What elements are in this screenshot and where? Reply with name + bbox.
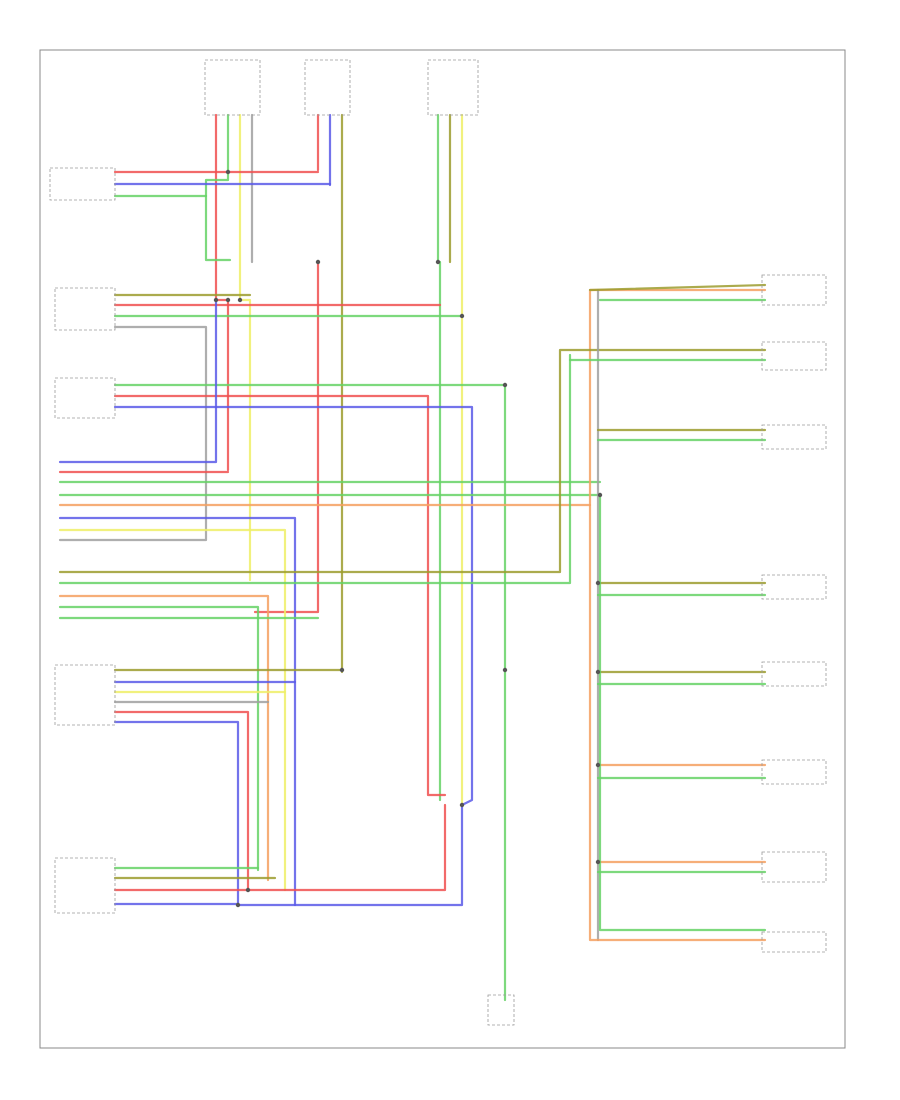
bottom-connector-box bbox=[487, 994, 515, 1026]
wire-olive-h8 bbox=[58, 348, 767, 574]
wire-yellow-trunk-1 bbox=[238, 113, 252, 582]
top-module-1-box bbox=[204, 59, 261, 116]
junction-layer bbox=[213, 169, 603, 908]
junction-dot bbox=[459, 802, 465, 808]
wire-green-trunk-3 bbox=[436, 113, 442, 802]
junction-dot bbox=[339, 667, 345, 673]
diagram-frame bbox=[39, 49, 846, 1049]
wire-green-rm8 bbox=[598, 493, 767, 932]
left-module-2-box bbox=[54, 287, 116, 331]
junction-dot bbox=[315, 259, 321, 265]
wire-orange-rm8 bbox=[588, 503, 767, 942]
junction-dot bbox=[245, 887, 251, 893]
left-module-3-box bbox=[54, 377, 116, 419]
junction-dot bbox=[225, 297, 231, 303]
junction-dot bbox=[595, 580, 601, 586]
component-layer bbox=[49, 59, 827, 1026]
wire-red-drop bbox=[253, 260, 320, 614]
right-module-1-box bbox=[761, 274, 827, 306]
wire-layer bbox=[58, 113, 767, 1002]
right-module-6-box bbox=[761, 759, 827, 785]
wire-orange-h5 bbox=[58, 288, 767, 507]
junction-dot bbox=[225, 169, 231, 175]
wire-blue-h6 bbox=[58, 516, 297, 907]
wire-green-trunk-1 bbox=[204, 113, 232, 262]
junction-dot bbox=[237, 297, 243, 303]
wire-red-lm4 bbox=[113, 710, 447, 892]
wire-olive-rm1 bbox=[588, 283, 767, 292]
junction-dot bbox=[595, 669, 601, 675]
wire-yellow-h7 bbox=[58, 528, 287, 892]
wire-green-h11 bbox=[58, 605, 260, 872]
wire-green-h9 bbox=[58, 353, 572, 585]
junction-dot bbox=[595, 859, 601, 865]
wire-blue-lm3 bbox=[113, 405, 474, 807]
left-module-4-box bbox=[54, 664, 116, 726]
right-module-5-box bbox=[761, 661, 827, 687]
top-module-2-box bbox=[304, 59, 351, 116]
junction-dot bbox=[502, 382, 508, 388]
wire-blue-h1 bbox=[58, 298, 218, 464]
junction-dot bbox=[235, 902, 241, 908]
wire-red-lm3 bbox=[113, 394, 447, 797]
right-module-4-box bbox=[761, 574, 827, 600]
junction-dot bbox=[459, 313, 465, 319]
wire-orange-h10 bbox=[58, 594, 270, 882]
junction-dot bbox=[595, 762, 601, 768]
left-module-1-box bbox=[49, 167, 116, 201]
junction-dot bbox=[213, 297, 219, 303]
junction-dot bbox=[597, 492, 603, 498]
wire-red-trunk-1 bbox=[214, 113, 230, 472]
left-module-5-box bbox=[54, 857, 116, 914]
right-module-8-box bbox=[761, 931, 827, 953]
junction-dot bbox=[435, 259, 441, 265]
right-module-3-box bbox=[761, 424, 827, 450]
right-module-7-box bbox=[761, 851, 827, 883]
wire-gray-lm2 bbox=[58, 325, 208, 542]
top-module-3-box bbox=[427, 59, 479, 116]
right-module-2-box bbox=[761, 341, 827, 371]
junction-dot bbox=[502, 667, 508, 673]
